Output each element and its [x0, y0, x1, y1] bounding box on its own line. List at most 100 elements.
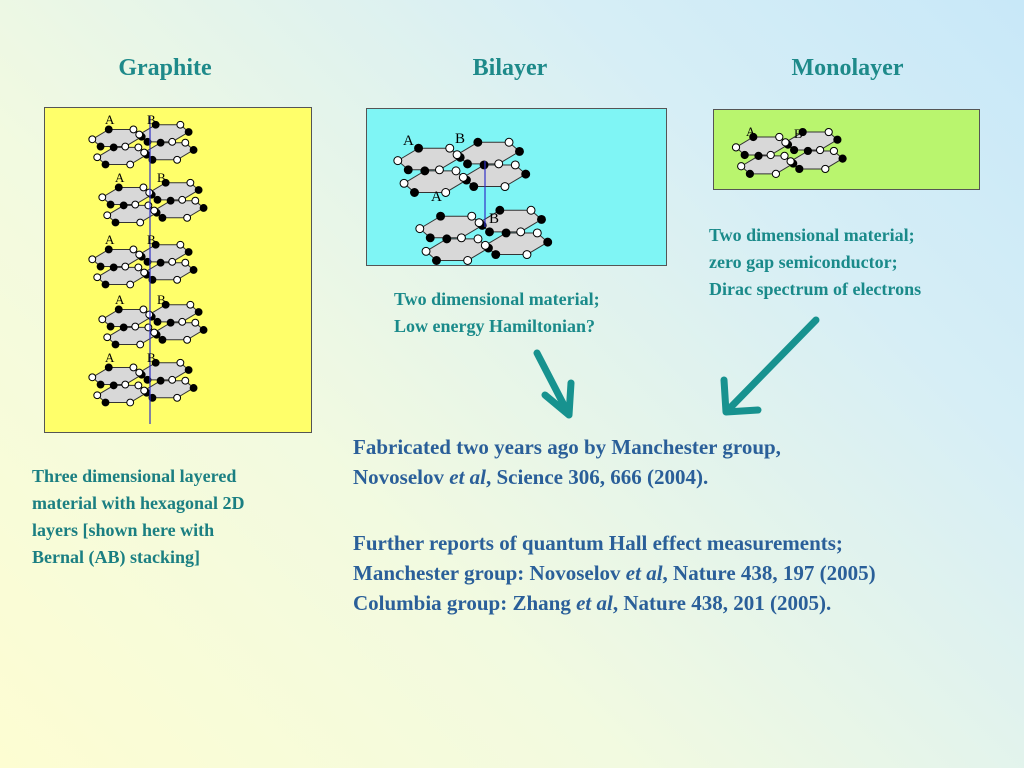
caption-line: layers [shown here with — [32, 520, 215, 540]
atom-b — [436, 211, 446, 221]
sublattice-label: A — [431, 189, 442, 205]
atom-b — [749, 132, 758, 142]
text-span: Manchester group: Novoselov — [353, 561, 626, 585]
atom-a — [816, 145, 825, 155]
atom-a — [88, 255, 97, 264]
atom-a — [532, 228, 542, 238]
atom-a — [134, 381, 143, 390]
atom-b — [111, 340, 120, 349]
atom-b — [495, 205, 505, 215]
atom-b — [148, 393, 157, 402]
atom-b — [96, 142, 105, 151]
text-span: , Nature 438, 201 (2005). — [612, 591, 832, 615]
graphene-layer — [88, 358, 198, 407]
caption-line: Three dimensional layered — [32, 466, 237, 486]
atom-a — [504, 137, 514, 147]
atom-b — [189, 146, 198, 154]
atom-a — [140, 268, 149, 277]
reports-text: Further reports of quantum Hall effect m… — [353, 528, 876, 618]
atom-a — [522, 250, 532, 259]
atom-b — [109, 381, 118, 390]
atom-a — [103, 333, 112, 342]
atom-a — [150, 206, 159, 215]
atom-a — [191, 318, 200, 327]
atom-b — [106, 200, 115, 209]
atom-a — [173, 155, 182, 164]
atom-b — [491, 250, 501, 259]
atom-a — [494, 159, 504, 169]
et-al: et al — [576, 591, 613, 615]
atom-a — [824, 127, 833, 137]
atom-a — [771, 169, 781, 179]
atom-b — [833, 135, 842, 144]
atom-a — [144, 201, 153, 210]
text-span: , Nature 438, 197 (2005) — [662, 561, 876, 585]
fabrication-line-1: Fabricated two years ago by Manchester g… — [353, 435, 781, 459]
atom-b — [143, 137, 152, 146]
atom-b — [838, 154, 847, 163]
atom-a — [829, 146, 839, 156]
graphene-layer — [88, 240, 198, 289]
atom-b — [151, 120, 160, 129]
atom-a — [121, 142, 130, 151]
reports-line-2: Manchester group: Novoselov et al, Natur… — [353, 558, 876, 588]
atom-a — [140, 386, 149, 395]
atom-b — [104, 363, 113, 372]
atom-b — [798, 127, 807, 137]
atom-a — [181, 258, 190, 267]
atom-b — [156, 138, 165, 147]
graphene-layer — [415, 205, 553, 265]
atom-b — [166, 318, 175, 327]
atom-b — [740, 150, 749, 160]
atom-a — [441, 188, 451, 197]
atom-b — [96, 380, 105, 389]
atom-b — [161, 178, 170, 187]
atom-a — [821, 164, 830, 174]
fabrication-line-2: Novoselov et al, Science 306, 666 (2004)… — [353, 462, 781, 492]
atom-a — [186, 300, 195, 309]
graphene-layer — [98, 300, 208, 349]
arrow-down-left-icon — [720, 316, 820, 416]
graphene-layer — [731, 127, 847, 179]
et-al: et al — [625, 561, 663, 585]
bilayer-layers — [393, 137, 553, 265]
atom-a — [131, 322, 140, 331]
atom-a — [144, 323, 153, 332]
reports-line-1: Further reports of quantum Hall effect m… — [353, 531, 843, 555]
caption-line: Two dimensional material; — [709, 225, 915, 245]
sublattice-label: B — [147, 232, 156, 247]
atom-b — [403, 165, 413, 175]
atom-a — [139, 183, 148, 192]
atom-a — [145, 188, 154, 197]
caption-line: Dirac spectrum of electrons — [709, 279, 922, 299]
atom-a — [456, 233, 466, 243]
atom-b — [543, 237, 553, 247]
atom-b — [101, 280, 110, 289]
caption-line: Bernal (AB) stacking] — [32, 547, 200, 567]
graphene-layer — [88, 120, 198, 169]
atom-b — [501, 228, 511, 238]
atom-a — [134, 143, 143, 152]
atom-a — [473, 234, 483, 244]
atom-a — [781, 138, 790, 147]
atom-b — [479, 160, 489, 170]
atom-b — [106, 322, 115, 331]
atom-b — [153, 195, 162, 204]
atom-a — [173, 275, 182, 284]
atom-a — [126, 280, 135, 289]
atom-b — [521, 169, 531, 179]
monolayer-layer — [731, 127, 847, 179]
atom-a — [516, 227, 526, 237]
title-graphite: Graphite — [118, 55, 212, 81]
sublattice-label: A — [746, 124, 756, 139]
atom-b — [156, 376, 165, 385]
atom-a — [445, 143, 455, 153]
graphene-layer — [98, 178, 208, 227]
atom-b — [425, 233, 435, 243]
atom-b — [114, 183, 123, 192]
atom-b — [109, 263, 118, 272]
atom-b — [790, 145, 799, 155]
